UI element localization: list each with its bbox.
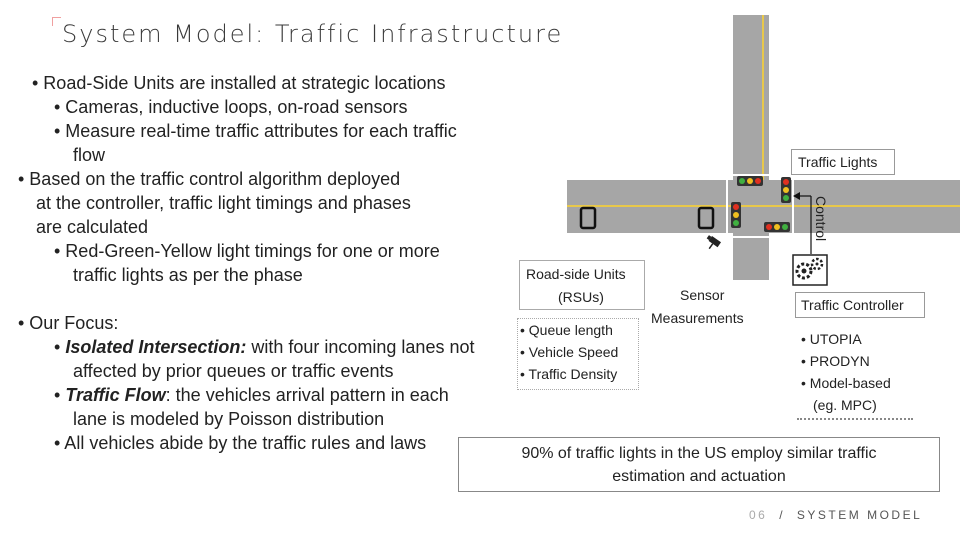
algo-prodyn: • PRODYN (801, 353, 870, 369)
metric-queue-length: • Queue length (520, 322, 613, 338)
traffic-light-top (737, 176, 763, 186)
bullet-isolated-intersection: • Isolated Intersection: with four incom… (54, 337, 475, 357)
section-name: SYSTEM MODEL (796, 508, 923, 522)
metric-traffic-density: • Traffic Density (520, 366, 618, 382)
slide-footer: 06 / SYSTEM MODEL (749, 508, 922, 522)
bullet-measure-cont: flow (73, 145, 106, 165)
bullet-rsu: • Road-Side Units are installed at strat… (32, 73, 446, 93)
rsu-metrics-box: • Queue length • Vehicle Speed • Traffic… (517, 318, 639, 390)
traffic-lights-label: Traffic Lights (798, 154, 878, 170)
algo-utopia: • UTOPIA (801, 331, 862, 347)
traffic-light-left (731, 202, 741, 228)
metric-vehicle-speed: • Vehicle Speed (520, 344, 619, 360)
camera-icon (706, 235, 722, 250)
controller-algos-box: • UTOPIA • PRODYN • Model-based (eg. MPC… (797, 326, 913, 420)
sensor-label-line1: Sensor (680, 287, 725, 303)
inductive-loop-1 (579, 206, 597, 230)
traffic-light-bottom (764, 222, 790, 232)
sensor-label-line2: Measurements (651, 310, 744, 326)
bullet-control-algorithm: • Based on the traffic control algorithm… (18, 169, 401, 189)
bullet-light-timings-cont: traffic lights as per the phase (73, 265, 303, 285)
rsu-label-line1: Road-side Units (526, 266, 626, 282)
intersection-outline (726, 174, 794, 238)
bullet-traffic-flow: • Traffic Flow: the vehicles arrival pat… (54, 385, 449, 405)
bullet-rules: • All vehicles abide by the traffic rule… (54, 433, 427, 453)
bullet-control-cont1: at the controller, traffic light timings… (36, 193, 411, 213)
callout-line2: estimation and actuation (612, 468, 786, 485)
bullet-isolated-cont: affected by prior queues or traffic even… (73, 361, 394, 381)
bullet-our-focus: • Our Focus: (18, 313, 119, 333)
slide-title: System Model: Traffic Infrastructure (62, 20, 564, 48)
isolated-intersection-em: Isolated Intersection: (65, 337, 247, 357)
title-corner-mark (52, 17, 61, 26)
bullet-cameras: • Cameras, inductive loops, on-road sens… (54, 97, 408, 117)
bullet-traffic-flow-cont: lane is modeled by Poisson distribution (73, 409, 385, 429)
isolated-intersection-rest: with four incoming lanes not (246, 337, 475, 357)
control-arrowhead (793, 192, 800, 200)
callout-box: 90% of traffic lights in the US employ s… (458, 437, 940, 492)
algo-model-based: • Model-based (801, 375, 891, 391)
traffic-lights-label-box: Traffic Lights (791, 149, 895, 175)
traffic-flow-em: Traffic Flow (65, 385, 166, 405)
algo-mpc: (eg. MPC) (813, 397, 877, 413)
bullet-light-timings: • Red-Green-Yellow light timings for one… (54, 241, 440, 261)
traffic-flow-rest: : the vehicles arrival pattern in each (165, 385, 449, 405)
page-number: 06 (749, 508, 768, 522)
gears-icon (792, 254, 828, 286)
traffic-controller-label-box: Traffic Controller (795, 292, 925, 318)
callout-line1: 90% of traffic lights in the US employ s… (521, 445, 877, 462)
inductive-loop-2 (697, 206, 715, 230)
control-label: Control (813, 196, 829, 242)
traffic-controller-label: Traffic Controller (801, 297, 904, 313)
traffic-light-right-upper (781, 177, 791, 203)
rsu-label-box: Road-side Units (RSUs) (519, 260, 645, 310)
footer-separator: / (779, 508, 786, 522)
bullet-measure: • Measure real-time traffic attributes f… (54, 121, 457, 141)
rsu-label-line2: (RSUs) (558, 289, 604, 305)
bullet-control-cont2: are calculated (36, 217, 149, 237)
